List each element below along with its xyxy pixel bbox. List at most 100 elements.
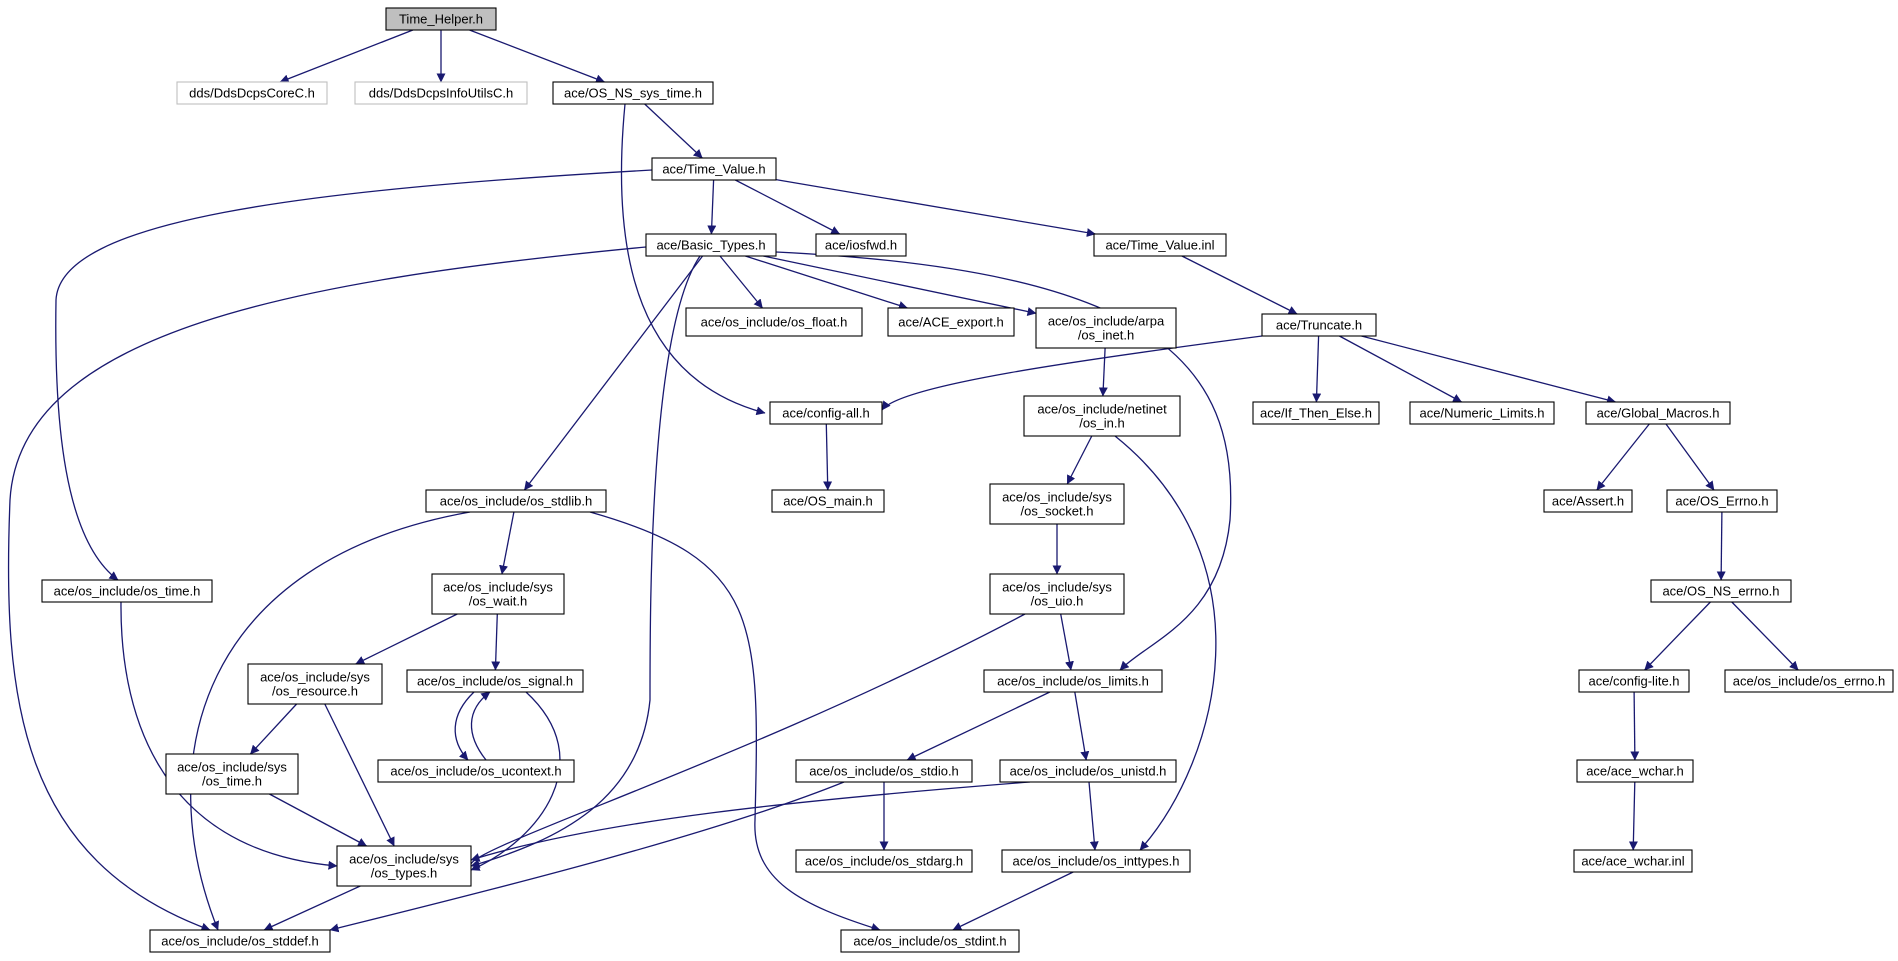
node-os-stdarg[interactable]: ace/os_include/os_stdarg.h [795, 849, 973, 873]
node-label: ace/os_include/os_ucontext.h [390, 764, 561, 779]
node-label: ace/os_include/os_limits.h [997, 674, 1149, 689]
node-layer: Time_Helper.h dds/DdsDcpsCoreC.h dds/DdsDc… [41, 7, 1894, 953]
edge-os_inttypes-to-os_stdint [952, 871, 1074, 931]
node-os-float[interactable]: ace/os_include/os_float.h [685, 307, 863, 337]
node-iosfwd[interactable]: ace/iosfwd.h [815, 233, 907, 257]
node-truncate[interactable]: ace/Truncate.h [1261, 313, 1377, 337]
node-ace-wchar-h[interactable]: ace/ace_wchar.h [1576, 759, 1694, 783]
edge-os_ucontext-to-os_signal [470, 691, 491, 761]
node-label: /os_wait.h [469, 594, 528, 609]
node-box [425, 489, 607, 513]
edge-truncate-to-global_macros [1361, 335, 1617, 405]
node-time-helper[interactable]: Time_Helper.h [385, 7, 497, 31]
node-box [165, 753, 299, 795]
node-time-value-inl[interactable]: ace/Time_Value.inl [1093, 233, 1227, 257]
node-box [1585, 401, 1731, 425]
node-sys-time[interactable]: ace/os_include/sys/os_time.h [165, 753, 299, 795]
node-box [1650, 579, 1792, 603]
node-sys-socket[interactable]: ace/os_include/sys/os_socket.h [989, 483, 1125, 525]
node-assert[interactable]: ace/Assert.h [1543, 489, 1633, 513]
node-os-ucontext[interactable]: ace/os_include/os_ucontext.h [377, 759, 575, 783]
node-netinet-in[interactable]: ace/os_include/netinet/os_in.h [1023, 395, 1181, 437]
node-sys-uio[interactable]: ace/os_include/sys/os_uio.h [989, 573, 1125, 615]
node-global-macros[interactable]: ace/Global_Macros.h [1585, 401, 1731, 425]
node-os-main[interactable]: ace/OS_main.h [771, 489, 885, 513]
node-os-errno-h[interactable]: ace/OS_Errno.h [1666, 489, 1778, 513]
node-box [385, 7, 497, 31]
node-os-stdio[interactable]: ace/os_include/os_stdio.h [795, 759, 973, 783]
node-box [336, 845, 472, 887]
node-label: ace/iosfwd.h [825, 238, 897, 253]
node-box [771, 489, 885, 513]
node-config-all[interactable]: ace/config-all.h [769, 401, 883, 425]
node-label: ace/ace_wchar.inl [1581, 854, 1684, 869]
node-dds-infoutils[interactable]: dds/DdsDcpsInfoUtilsC.h [354, 81, 528, 105]
node-label: ace/os_include/sys [443, 580, 553, 595]
node-dds-core[interactable]: dds/DdsDcpsCoreC.h [176, 81, 328, 105]
node-label: ace/os_include/os_time.h [54, 584, 201, 599]
node-os-limits[interactable]: ace/os_include/os_limits.h [983, 669, 1163, 693]
node-label: ace/config-all.h [782, 406, 869, 421]
node-box [795, 849, 973, 873]
node-label: /os_time.h [202, 774, 262, 789]
node-label: /os_types.h [371, 866, 438, 881]
node-label: ace/os_include/os_signal.h [417, 674, 573, 689]
node-if-then-else[interactable]: ace/If_Then_Else.h [1252, 401, 1380, 425]
node-label: ace/OS_main.h [783, 494, 873, 509]
node-basic-types[interactable]: ace/Basic_Types.h [645, 233, 777, 257]
node-label: ace/Assert.h [1552, 494, 1624, 509]
node-box [1578, 669, 1690, 693]
node-label: /os_inet.h [1078, 328, 1134, 343]
edge-basic_types-to-os_stddef [7, 246, 647, 932]
edge-sys_types-to-os_stddef [263, 885, 361, 931]
edge-basic_types-to-os_limits [775, 251, 1232, 671]
node-os-errno[interactable]: ace/os_include/os_errno.h [1724, 669, 1894, 693]
node-box [431, 573, 565, 615]
node-os-time[interactable]: ace/os_include/os_time.h [41, 579, 213, 603]
node-label: dds/DdsDcpsInfoUtilsC.h [369, 86, 514, 101]
node-ace-export[interactable]: ace/ACE_export.h [887, 307, 1015, 337]
node-label: ace/os_include/os_stdint.h [853, 934, 1006, 949]
edge-os_ns_errno-to-os_errno [1731, 601, 1799, 671]
node-label: ace/os_include/sys [1002, 580, 1112, 595]
edge-os_unistd-to-sys_types [470, 781, 1031, 862]
node-ace-wchar-inl[interactable]: ace/ace_wchar.inl [1573, 849, 1693, 873]
node-box [840, 929, 1020, 953]
node-os-unistd[interactable]: ace/os_include/os_unistd.h [999, 759, 1177, 783]
node-label: ace/os_include/os_float.h [701, 315, 848, 330]
node-box [1035, 307, 1177, 349]
edge-truncate-to-config_all [881, 335, 1263, 411]
node-os-stddef[interactable]: ace/os_include/os_stddef.h [149, 929, 331, 953]
node-os-ns-errno[interactable]: ace/OS_NS_errno.h [1650, 579, 1792, 603]
node-label: /os_in.h [1079, 416, 1125, 431]
node-label: ace/OS_Errno.h [1675, 494, 1768, 509]
node-os-stdlib[interactable]: ace/os_include/os_stdlib.h [425, 489, 607, 513]
node-box [1576, 759, 1694, 783]
node-box [887, 307, 1015, 337]
edge-time_value-to-os_time [55, 169, 653, 581]
node-os-ns-sys-time[interactable]: ace/OS_NS_sys_time.h [552, 81, 714, 105]
node-os-inttypes[interactable]: ace/os_include/os_inttypes.h [1001, 849, 1191, 873]
node-label: ace/Basic_Types.h [656, 238, 765, 253]
node-box [815, 233, 907, 257]
node-sys-resource[interactable]: ace/os_include/sys/os_resource.h [247, 663, 383, 705]
node-config-lite[interactable]: ace/config-lite.h [1578, 669, 1690, 693]
node-time-value[interactable]: ace/Time_Value.h [651, 157, 777, 181]
node-arpa-inet[interactable]: ace/os_include/arpa/os_inet.h [1035, 307, 1177, 349]
edge-time_value-to-basic_types [707, 179, 717, 235]
edge-os_stdlib-to-os_stdint [589, 511, 881, 932]
edge-os_limits-to-os_unistd [1074, 691, 1090, 761]
node-label: ace/OS_NS_sys_time.h [564, 86, 702, 101]
edge-os_errno_h-to-os_ns_errno [1716, 511, 1726, 581]
node-sys-wait[interactable]: ace/os_include/sys/os_wait.h [431, 573, 565, 615]
node-os-signal[interactable]: ace/os_include/os_signal.h [406, 669, 584, 693]
node-box [354, 81, 528, 105]
node-numeric-limits[interactable]: ace/Numeric_Limits.h [1409, 401, 1555, 425]
node-box [989, 573, 1125, 615]
node-sys-types[interactable]: ace/os_include/sys/os_types.h [336, 845, 472, 887]
node-box [1023, 395, 1181, 437]
edge-layer [7, 29, 1799, 933]
node-os-stdint[interactable]: ace/os_include/os_stdint.h [840, 929, 1020, 953]
edge-time_helper-to-os_ns_sys_time [469, 29, 605, 84]
node-box [989, 483, 1125, 525]
